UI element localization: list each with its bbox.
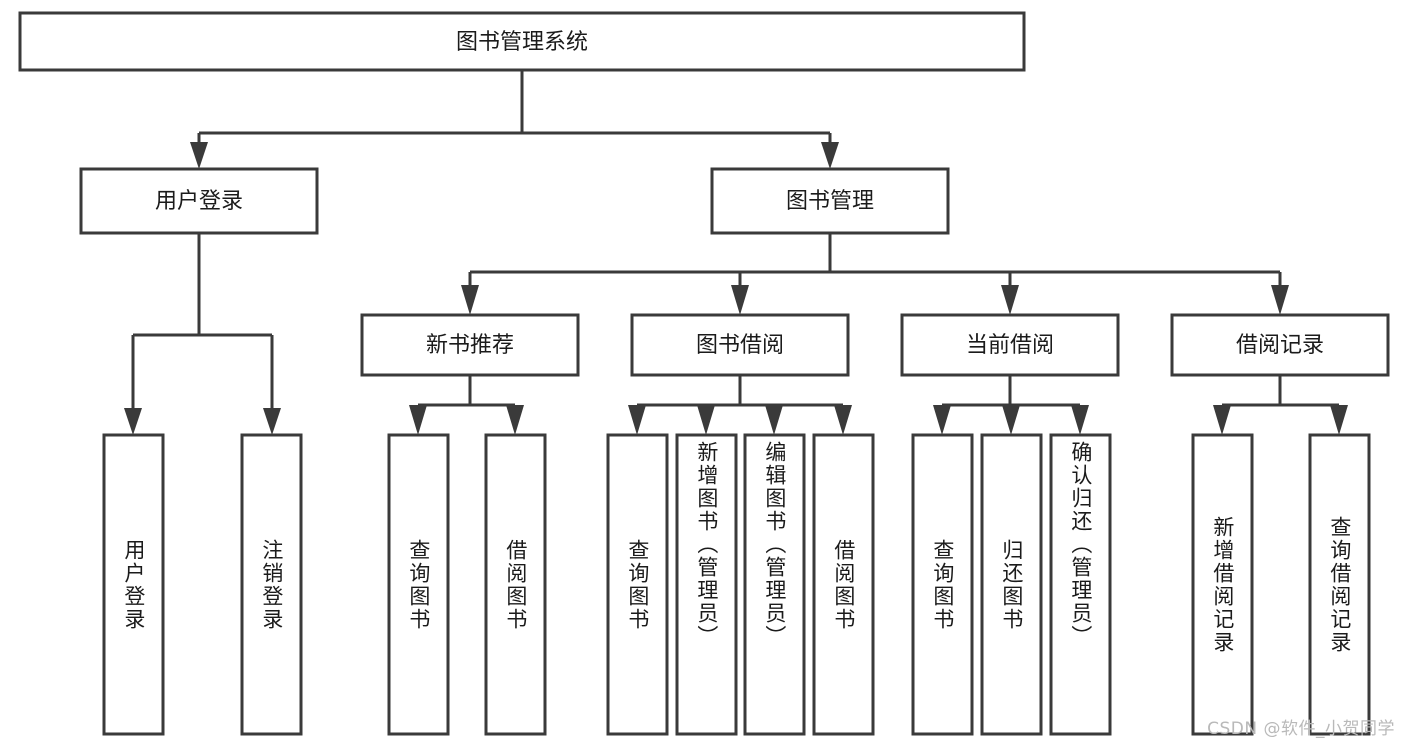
- node-box-root[interactable]: [18, 11, 1026, 72]
- arrow-head-leaf-logout-login: [263, 408, 281, 435]
- csdn-watermark: CSDN @软件_小贺同学: [1207, 719, 1395, 739]
- arrow-head-leaf-add-borrow-record: [1213, 405, 1231, 435]
- node-label-new-book-recommend: 新书推荐: [426, 333, 514, 358]
- node-box-leaf-confirm-return-admin[interactable]: [1049, 433, 1112, 736]
- node-box-leaf-user-login[interactable]: [102, 433, 165, 736]
- arrow-head-leaf-user-login: [124, 408, 142, 435]
- arrow-head-user-login: [190, 142, 208, 169]
- node-label-root: 图书管理系统: [456, 30, 588, 55]
- arrow-head-leaf-add-book-admin: [697, 405, 715, 435]
- node-box-book-borrow[interactable]: [630, 313, 850, 377]
- arrow-head-leaf-edit-book-admin: [765, 405, 783, 435]
- node-label-book-manage: 图书管理: [786, 189, 874, 214]
- arrow-head-leaf-borrow-book-2: [834, 405, 852, 435]
- node-box-leaf-borrow-book-2[interactable]: [812, 433, 875, 736]
- node-box-leaf-query-book-1[interactable]: [387, 433, 450, 736]
- node-box-leaf-add-book-admin[interactable]: [675, 433, 738, 736]
- arrow-head-current-borrow: [1001, 285, 1019, 315]
- arrow-head-leaf-query-borrow-record: [1330, 405, 1348, 435]
- node-box-new-book-recommend[interactable]: [360, 313, 580, 377]
- node-box-leaf-borrow-book-1[interactable]: [484, 433, 547, 736]
- arrow-head-leaf-return-book: [1002, 405, 1020, 435]
- node-box-leaf-query-book-3[interactable]: [911, 433, 974, 736]
- arrow-head-borrow-record: [1271, 285, 1289, 315]
- arrow-head-leaf-confirm-return-admin: [1071, 405, 1089, 435]
- edge-layer: [124, 70, 1348, 435]
- node-box-leaf-edit-book-admin[interactable]: [743, 433, 806, 736]
- node-box-leaf-add-borrow-record[interactable]: [1191, 433, 1254, 736]
- node-box-borrow-record[interactable]: [1170, 313, 1390, 377]
- node-box-leaf-query-borrow-record[interactable]: [1308, 433, 1371, 736]
- arrow-head-book-borrow: [731, 285, 749, 315]
- node-box-user-login[interactable]: [79, 167, 319, 235]
- node-box-leaf-return-book[interactable]: [980, 433, 1043, 736]
- arrow-head-book-manage: [821, 142, 839, 169]
- node-label-current-borrow: 当前借阅: [966, 333, 1054, 358]
- node-box-leaf-logout-login[interactable]: [240, 433, 303, 736]
- node-label-book-borrow: 图书借阅: [696, 333, 784, 358]
- arrow-head-leaf-query-book-2: [628, 405, 646, 435]
- node-box-book-manage[interactable]: [710, 167, 950, 235]
- node-box-current-borrow[interactable]: [900, 313, 1120, 377]
- node-label-borrow-record: 借阅记录: [1236, 333, 1324, 358]
- arrow-head-leaf-query-book-3: [933, 405, 951, 435]
- arrow-head-leaf-query-book-1: [409, 405, 427, 435]
- node-layer: 图书管理系统 用户登录 图书管理 新书推荐 图书借阅 当前借阅 借阅记录: [18, 11, 1390, 736]
- node-box-leaf-query-book-2[interactable]: [606, 433, 669, 736]
- arrow-head-new-book-recommend: [461, 285, 479, 315]
- arrow-head-leaf-borrow-book-1: [506, 405, 524, 435]
- node-label-user-login: 用户登录: [155, 189, 243, 214]
